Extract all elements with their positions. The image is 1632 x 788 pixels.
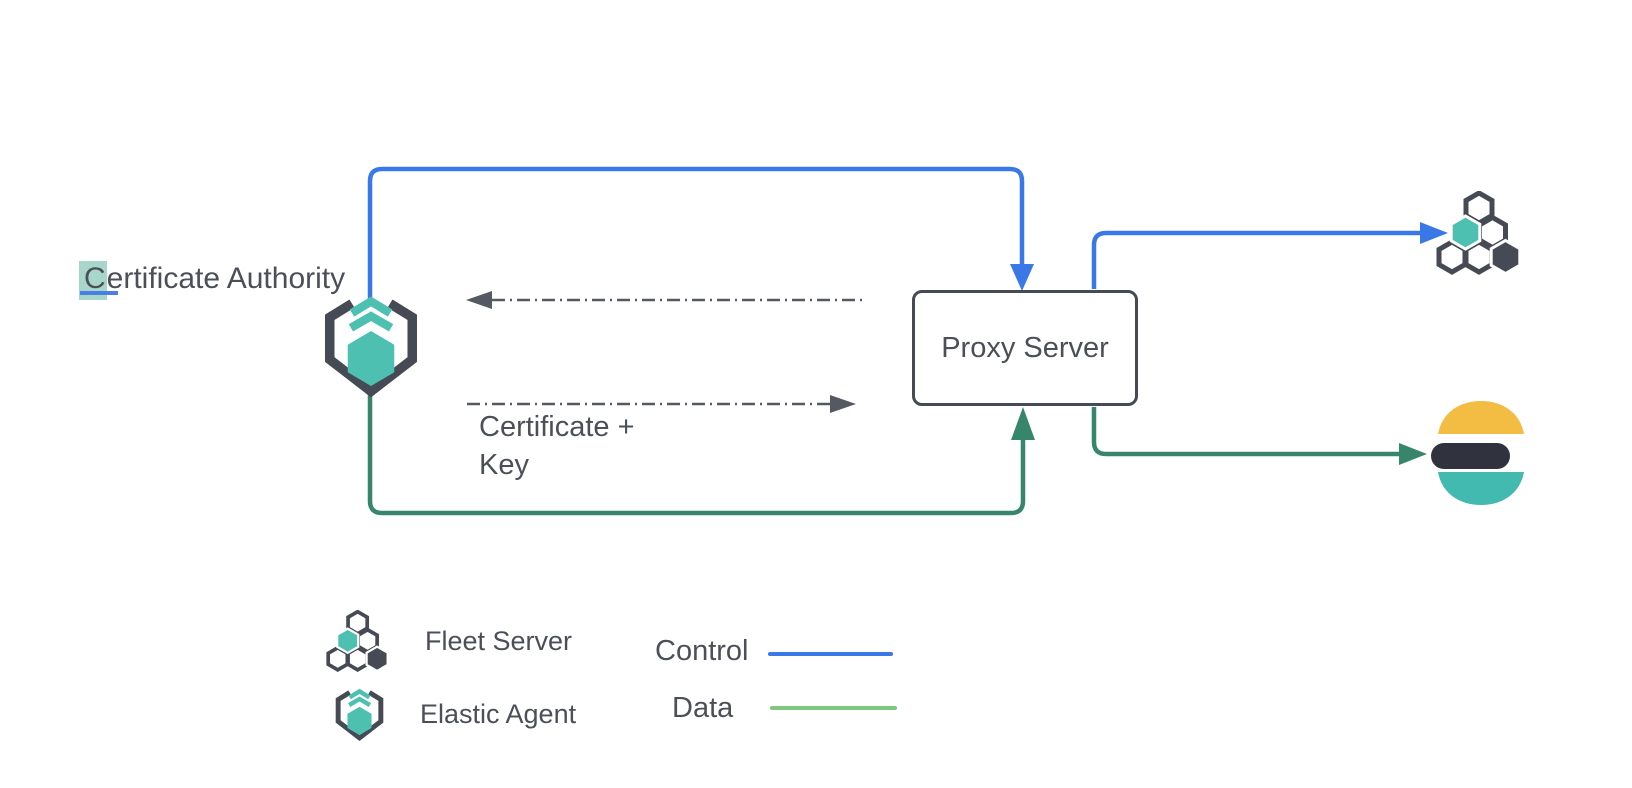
legend-data-label: Data [672, 692, 734, 724]
legend-fleet-dark-hexagon [365, 645, 389, 673]
data-connector-agent-to-proxy[interactable] [367, 393, 1026, 516]
elasticsearch-bottom-dome [1438, 472, 1524, 505]
legend-fleet-server-label: Fleet Server [425, 626, 573, 656]
control-arrowhead-into-fleet [1420, 222, 1448, 244]
text-caret-underline [80, 291, 118, 295]
elasticsearch-middle-bar [1431, 443, 1510, 469]
legend-elastic-agent-label: Elastic Agent [420, 699, 577, 729]
dashed-arrowhead-right [830, 395, 856, 413]
legend-agent-core-hexagon [347, 706, 372, 736]
legend-agent-chevron-bottom [348, 696, 371, 707]
legend-elastic-agent-icon [335, 688, 384, 741]
data-arrowhead-into-proxy-bottom [1011, 407, 1035, 440]
certificate-key-line2: Key [479, 449, 529, 481]
agent-chevron-top [349, 296, 393, 317]
fleet-server-icon[interactable] [1436, 191, 1523, 276]
elastic-agent-icon[interactable] [316, 292, 426, 406]
certificate-key-line1: Certificate + [479, 411, 635, 443]
control-connector-proxy-to-fleet[interactable] [1091, 230, 1420, 289]
fleet-teal-hexagon [1449, 214, 1482, 251]
certificate-authority-label[interactable]: Certificate Authority [79, 261, 346, 300]
legend-agent-hexagon-bracket [335, 690, 384, 741]
certificate-authority-text: ertificate Authority [106, 262, 346, 295]
agent-chevron-bottom [348, 311, 394, 332]
agent-hexagon-bracket [324, 299, 418, 398]
proxy-server-node[interactable]: Proxy Server [912, 290, 1138, 406]
legend-agent-chevron-top [348, 688, 371, 700]
control-connector-agent-to-proxy[interactable] [367, 166, 1025, 302]
agent-core-hexagon [347, 331, 395, 387]
elasticsearch-top-dome [1438, 401, 1524, 434]
control-arrowhead-into-proxy-top [1010, 264, 1034, 291]
dashed-arrowhead-left [466, 291, 492, 309]
certificate-key-annotation[interactable]: Certificate + Key [479, 408, 635, 484]
legend-fleet-teal-hexagon [336, 627, 360, 655]
data-connector-proxy-to-elasticsearch[interactable] [1091, 407, 1399, 457]
fleet-dark-hexagon [1489, 238, 1522, 276]
legend-data-line-swatch [770, 706, 897, 710]
elasticsearch-icon[interactable] [1431, 400, 1531, 506]
legend-control-line-swatch [768, 652, 893, 656]
legend-fleet-server-icon [326, 610, 389, 673]
proxy-server-label: Proxy Server [941, 331, 1109, 364]
data-arrowhead-into-elasticsearch [1399, 443, 1427, 465]
legend-control-label: Control [655, 635, 749, 667]
